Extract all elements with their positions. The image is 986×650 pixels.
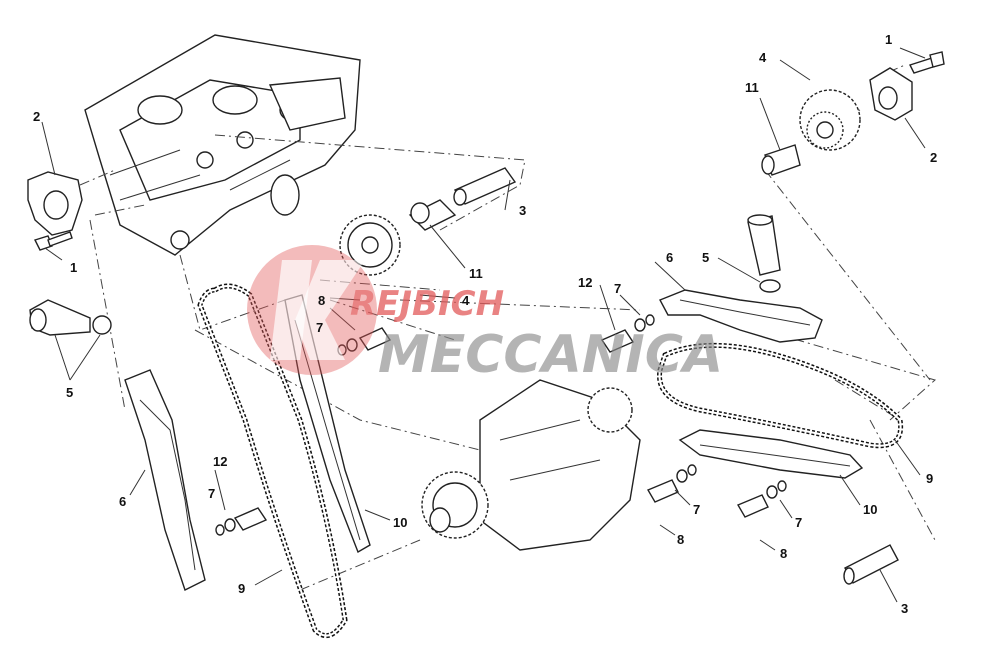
callout-1-right: 1 xyxy=(885,32,892,47)
cam-gear-right xyxy=(799,89,861,151)
callout-4-center: 4 xyxy=(462,293,470,308)
part-10-right-slider xyxy=(678,429,864,479)
callout-12-left: 12 xyxy=(213,454,227,469)
part-8-lower-bolt-1 xyxy=(646,464,697,503)
callout-7-right: 7 xyxy=(614,281,621,296)
chain-9-left xyxy=(197,283,348,639)
callout-7-lower-1: 7 xyxy=(693,502,700,517)
part-8-lower-bolt-2 xyxy=(736,480,787,518)
part-2-left xyxy=(27,171,83,236)
callout-7-left: 7 xyxy=(208,486,215,501)
callout-8-lower-2: 8 xyxy=(780,546,787,561)
callout-6-right: 6 xyxy=(666,250,673,265)
callout-3-lower: 3 xyxy=(901,601,908,616)
callout-1-left: 1 xyxy=(70,260,77,275)
part-11-right-bushing xyxy=(761,144,801,176)
chain-9-right xyxy=(657,342,904,449)
part-12-right-bolt xyxy=(600,314,655,353)
callout-4-right: 4 xyxy=(759,50,767,65)
callout-6-left: 6 xyxy=(119,494,126,509)
callout-5-right: 5 xyxy=(702,250,709,265)
callout-10-right: 10 xyxy=(863,502,877,517)
part-2-right xyxy=(869,67,913,121)
part-5-left-tensioner xyxy=(29,299,112,336)
part-8-center-bolt xyxy=(337,327,392,356)
callout-labels: 2 1 5 6 12 7 9 10 3 11 4 8 7 12 7 6 5 11… xyxy=(33,32,937,616)
cam-gear-center xyxy=(339,167,517,276)
callout-2-right: 2 xyxy=(930,150,937,165)
callout-7-center: 7 xyxy=(316,320,323,335)
part-1-right-bolt xyxy=(909,51,945,74)
cylinder-head xyxy=(84,34,361,256)
part-3-lower-pin xyxy=(843,544,899,585)
callout-5-left: 5 xyxy=(66,385,73,400)
callout-9-left: 9 xyxy=(238,581,245,596)
part-6-right-guide xyxy=(659,289,823,343)
part-6-left-guide xyxy=(124,369,206,591)
callout-12-right: 12 xyxy=(578,275,592,290)
part-5-right-tensioner xyxy=(747,214,781,293)
crankshaft xyxy=(421,379,641,551)
part-12-left-bolt xyxy=(215,507,268,536)
watermark-line1: REJBICH xyxy=(350,284,504,324)
callout-8-center: 8 xyxy=(318,293,325,308)
watermark-logo: REJBICH MECCANICA xyxy=(247,245,723,385)
callout-10-left: 10 xyxy=(393,515,407,530)
part-1-left-bolt xyxy=(34,231,73,251)
callout-9-right: 9 xyxy=(926,471,933,486)
watermark-line2: MECCANICA xyxy=(378,325,723,385)
callout-3-upper: 3 xyxy=(519,203,526,218)
callout-11-right: 11 xyxy=(745,80,759,95)
callout-7-lower-2: 7 xyxy=(795,515,802,530)
callout-8-lower-1: 8 xyxy=(677,532,684,547)
callout-2-left: 2 xyxy=(33,109,40,124)
callout-11-center: 11 xyxy=(469,266,483,281)
